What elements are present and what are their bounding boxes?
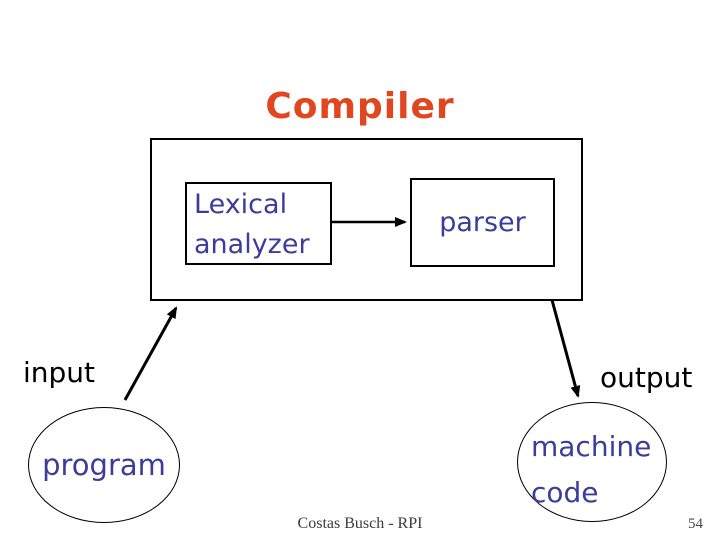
parser-box: parser: [410, 178, 555, 267]
lexical-analyzer-label: Lexical analyzer: [194, 189, 310, 260]
slide-title: Compiler: [265, 86, 455, 127]
machine-code-label: machine code: [531, 430, 652, 509]
page-number: 54: [688, 516, 703, 532]
program-ellipse: program: [28, 407, 180, 523]
program-label: program: [42, 448, 166, 482]
input-label: input: [23, 356, 96, 389]
arrow-compiler-to-machine-code: [550, 299, 581, 398]
lexical-analyzer-box: Lexical analyzer: [185, 182, 332, 265]
parser-label: parser: [439, 207, 526, 238]
machine-code-ellipse: [517, 402, 667, 522]
output-label: output: [600, 361, 693, 394]
arrow-program-to-compiler: [123, 306, 178, 401]
footer-text: Costas Busch - RPI: [297, 515, 423, 532]
